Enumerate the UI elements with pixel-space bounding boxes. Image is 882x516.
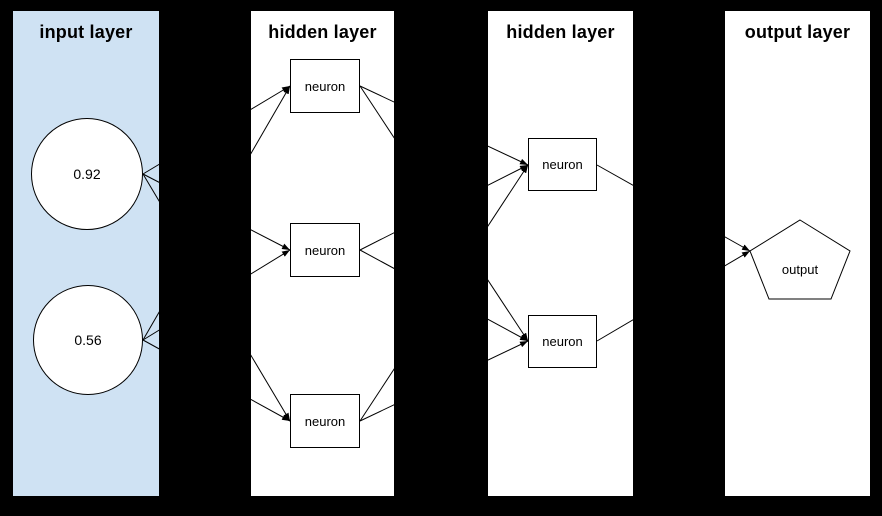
input-layer-title: input layer (39, 22, 133, 42)
hidden1-neuron-3-label: neuron (304, 413, 346, 429)
hidden1-neuron-2-label: neuron (304, 242, 346, 258)
hidden-layer-2-panel: hidden layer (488, 11, 633, 496)
input-layer-panel: input layer (13, 11, 159, 496)
hidden2-neuron-1-label: neuron (542, 157, 583, 172)
hidden1-neuron-2: neuron (290, 223, 360, 277)
hidden1-neuron-1: neuron (290, 59, 360, 113)
hidden1-neuron-1-label: neuron (304, 78, 346, 94)
hidden1-neuron-3: neuron (290, 394, 360, 448)
output-layer-title: output layer (744, 22, 851, 42)
input-node-2-value: 0.56 (74, 332, 102, 348)
input-node-2: 0.56 (33, 285, 143, 395)
hidden-layer-1-title: hidden layer (268, 22, 377, 42)
hidden-layer-2-title: hidden layer (506, 22, 615, 42)
output-layer-panel: output layer (725, 11, 870, 496)
input-node-1-value: 0.92 (73, 166, 101, 182)
hidden2-neuron-2-label: neuron (542, 334, 583, 349)
input-node-1: 0.92 (31, 118, 143, 230)
hidden2-neuron-1: neuron (528, 138, 597, 191)
edges-group (142, 85, 751, 422)
hidden2-neuron-2: neuron (528, 315, 597, 368)
